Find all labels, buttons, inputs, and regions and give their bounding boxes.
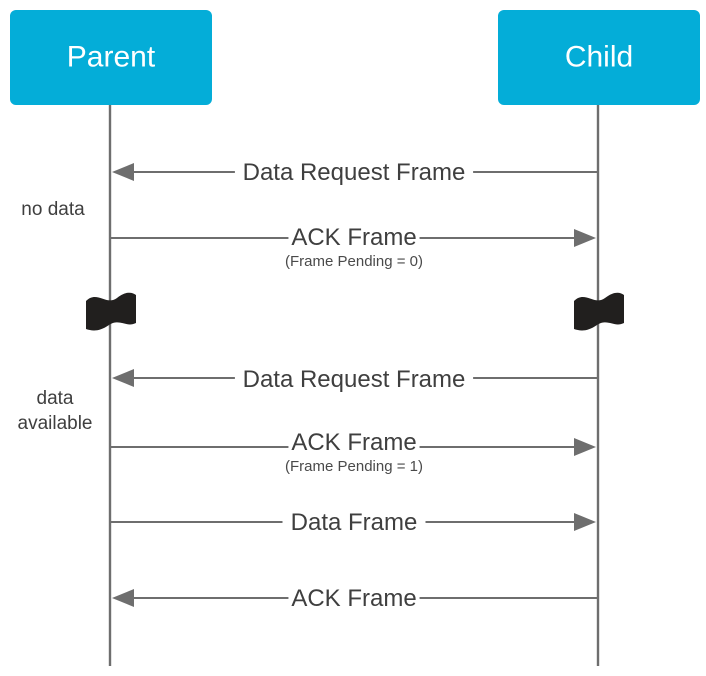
arrowhead-left — [112, 163, 134, 181]
arrowhead-left — [112, 589, 134, 607]
participant-box-parent[interactable] — [10, 10, 212, 105]
message-label-4: ACK Frame — [291, 429, 416, 456]
lifelines-group — [108, 105, 600, 666]
child-break-icon — [574, 292, 624, 331]
arrowhead-right — [574, 438, 596, 456]
message-label-1: Data Request Frame — [243, 159, 466, 186]
parent-break-icon — [86, 292, 136, 331]
arrowhead-right — [574, 229, 596, 247]
break-symbols-group — [86, 292, 624, 331]
message-label-6: ACK Frame — [291, 585, 416, 612]
side-note-data-available-line-1: available — [18, 413, 93, 434]
message-label-3: Data Request Frame — [243, 366, 466, 393]
message-arrow-6 — [112, 589, 598, 607]
arrowhead-left — [112, 369, 134, 387]
messages-group — [110, 163, 598, 607]
message-arrow-5 — [110, 513, 596, 531]
participant-child[interactable]: Child — [498, 10, 700, 105]
message-sublabel-4: (Frame Pending = 1) — [285, 458, 423, 475]
message-arrow-4 — [110, 438, 596, 456]
message-label-2: ACK Frame — [291, 224, 416, 251]
message-arrow-1 — [112, 163, 598, 181]
arrowhead-right — [574, 513, 596, 531]
side-notes-group: no data data available — [18, 199, 93, 434]
message-arrow-3 — [112, 369, 598, 387]
message-sublabel-2: (Frame Pending = 0) — [285, 253, 423, 270]
participant-box-child[interactable] — [498, 10, 700, 105]
participant-parent[interactable]: Parent — [10, 10, 212, 105]
participant-label-parent: Parent — [67, 40, 156, 73]
message-arrow-2 — [110, 229, 596, 247]
participant-label-child: Child — [565, 40, 633, 73]
message-label-5: Data Frame — [291, 509, 418, 536]
side-note-data-available-line-0: data — [37, 388, 74, 409]
side-note-no-data-line-0: no data — [21, 199, 85, 220]
